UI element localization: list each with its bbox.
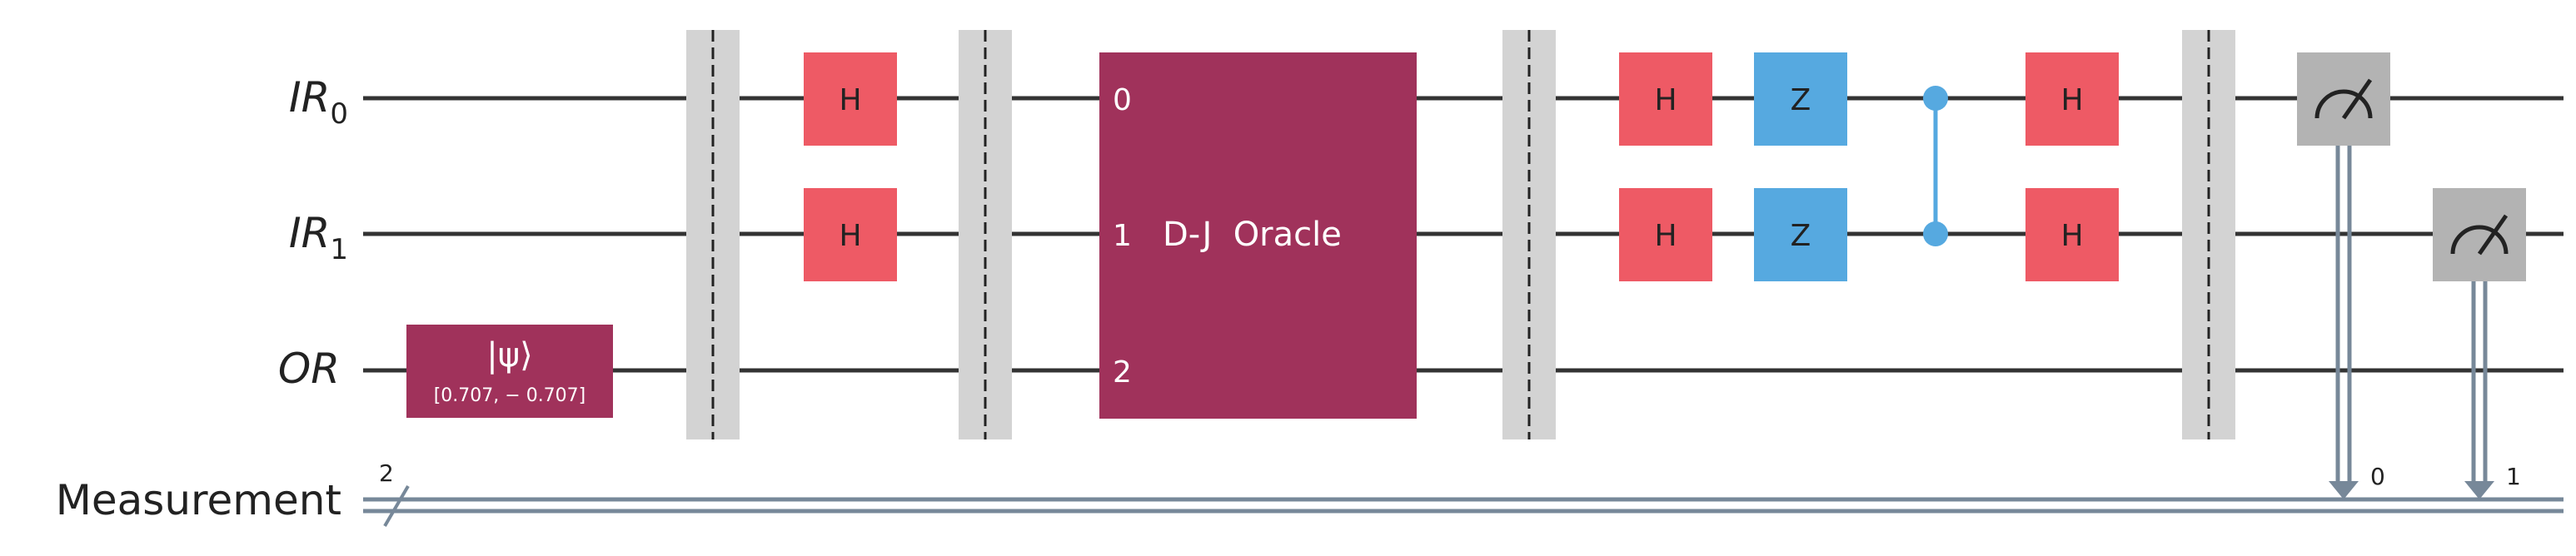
control-dot-ir1: [1923, 221, 1948, 246]
wire-label-ir0: IR0: [289, 73, 348, 131]
svg-text:H: H: [839, 219, 861, 253]
dj-oracle-gate: 0 1 2 D-J Oracle: [1099, 52, 1417, 419]
measure-gate-ir1: 1: [2433, 188, 2526, 499]
initialize-gate: |ψ⟩ [0.707, − 0.707]: [406, 325, 613, 418]
initialize-gate-label: |ψ⟩: [486, 336, 532, 375]
z-gate-ir0: Z: [1754, 52, 1847, 146]
classical-register-wire: [363, 497, 2564, 514]
h-gate-ir0-3: H: [2025, 52, 2119, 146]
svg-text:Z: Z: [1791, 219, 1811, 253]
barrier-1: [686, 30, 740, 439]
h-gate-ir1-2: H: [1619, 188, 1712, 281]
wire-label-ir1: IR1: [289, 209, 348, 266]
classical-bit-label-0: 0: [2370, 463, 2385, 490]
classical-bit-label-1: 1: [2506, 463, 2521, 490]
svg-text:H: H: [2060, 83, 2083, 117]
barrier-4: [2182, 30, 2235, 439]
wire-label-or: OR: [278, 345, 340, 393]
oracle-port-1: 1: [1113, 219, 1132, 253]
svg-text:H: H: [1654, 219, 1677, 253]
oracle-port-0: 0: [1113, 83, 1132, 117]
svg-text:Z: Z: [1791, 83, 1811, 117]
bundle-slash-icon: [383, 484, 410, 528]
oracle-port-2: 2: [1113, 355, 1132, 390]
cz-gate: [1923, 86, 1948, 246]
classical-bit-count: 2: [379, 459, 394, 487]
measure-gate-ir0: 0: [2297, 52, 2390, 499]
h-gate-ir1-1: H: [804, 188, 897, 281]
barrier-2: [959, 30, 1012, 439]
meter-gauge-icon: [2314, 78, 2373, 120]
oracle-label: D-J Oracle: [1163, 216, 1342, 254]
svg-text:H: H: [1654, 83, 1677, 117]
h-gate-ir1-3: H: [2025, 188, 2119, 281]
meter-gauge-icon: [2450, 214, 2509, 256]
initialize-gate-params: [0.707, − 0.707]: [434, 385, 586, 406]
barrier-3: [1502, 30, 1556, 439]
control-dot-ir0: [1923, 86, 1948, 111]
h-gate-ir0-1: H: [804, 52, 897, 146]
svg-text:H: H: [839, 83, 861, 117]
z-gate-ir1: Z: [1754, 188, 1847, 281]
wire-label-measurement: Measurement: [56, 476, 341, 524]
h-gate-ir0-2: H: [1619, 52, 1712, 146]
svg-text:H: H: [2060, 219, 2083, 253]
